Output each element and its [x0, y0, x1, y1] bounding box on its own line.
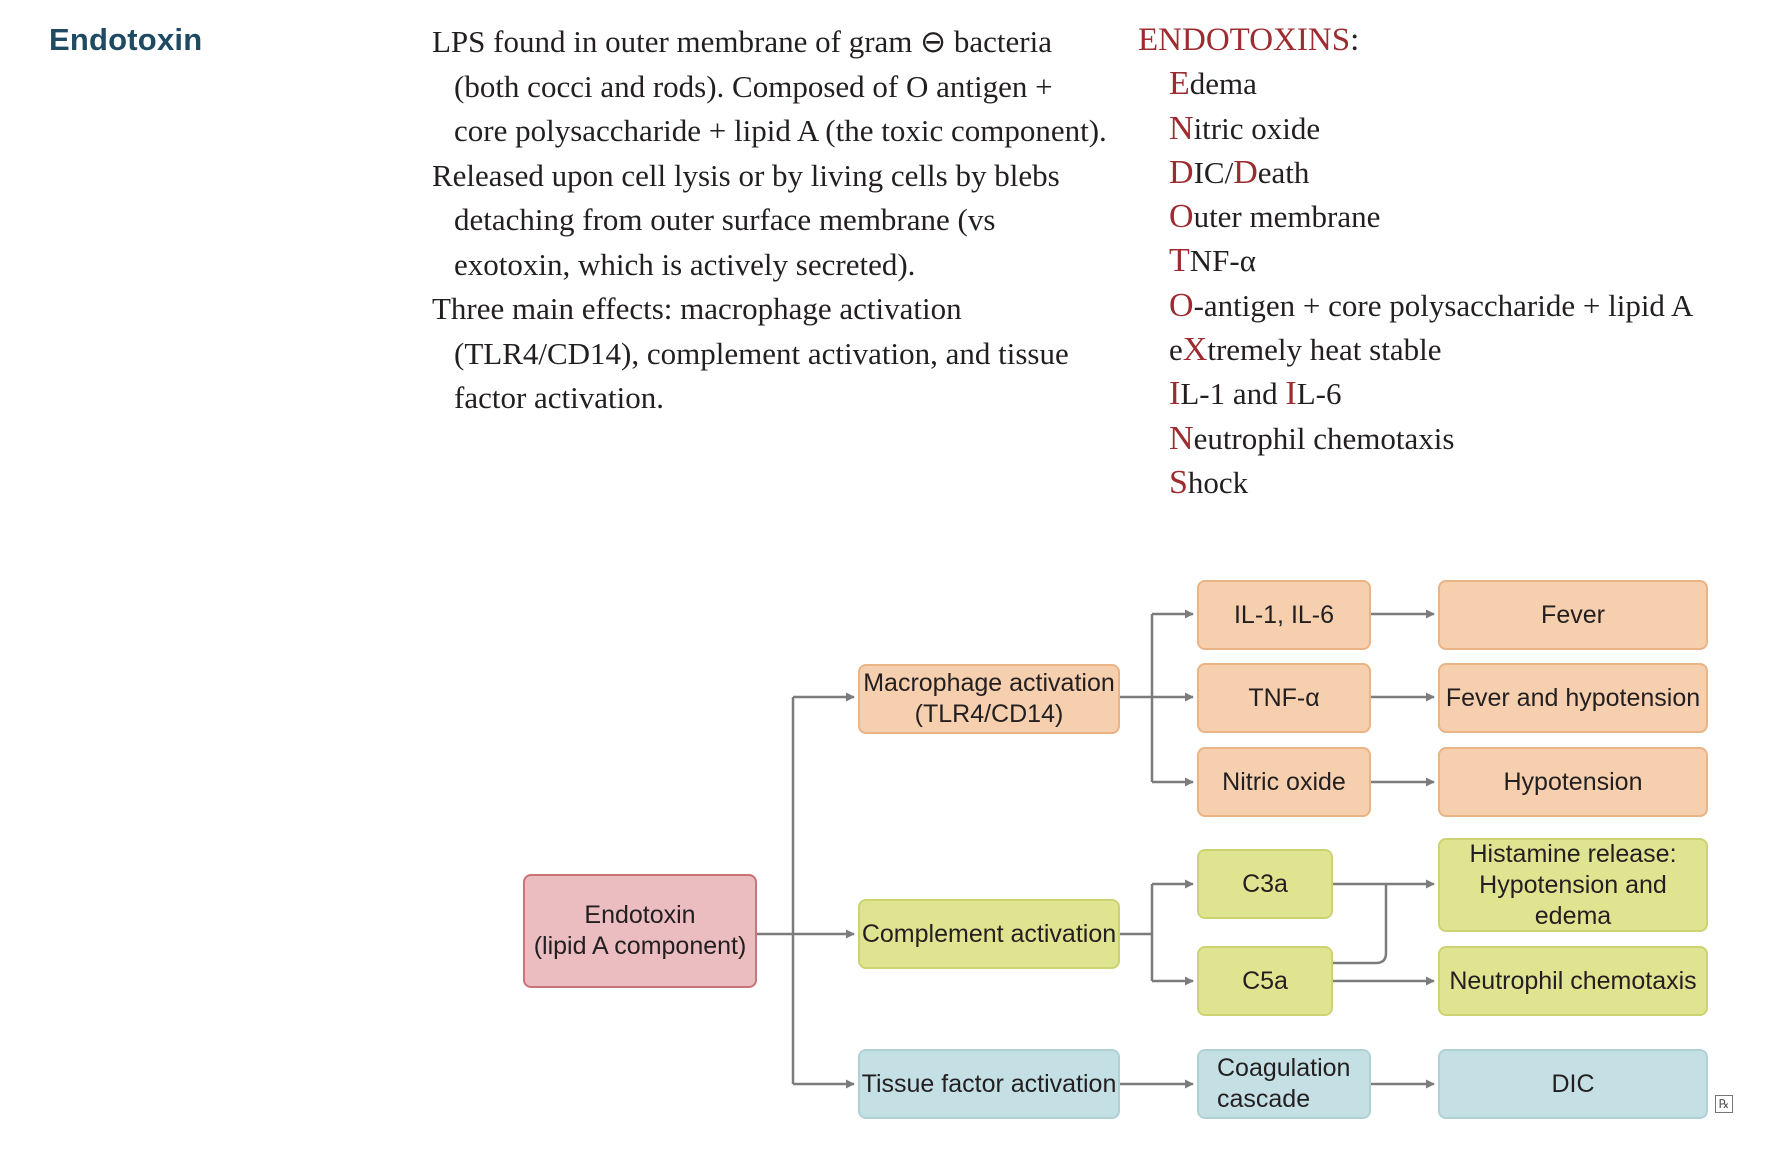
c5a-box: C5a — [1197, 946, 1333, 1016]
mnemonic-item: TNF-α — [1138, 239, 1768, 283]
il-box: IL-1, IL-6 — [1197, 580, 1371, 650]
mnemonic-letter: N — [1169, 419, 1194, 457]
description-paragraph: LPS found in outer membrane of gram ⊖ ba… — [432, 24, 1107, 148]
section-title: Endotoxin — [49, 22, 203, 57]
mnemonic-text: tremely heat stable — [1207, 332, 1442, 368]
rx-icon: ℞ — [1715, 1095, 1733, 1113]
macrophage-activation-box: Macrophage activation (TLR4/CD14) — [858, 664, 1120, 734]
mnemonic-letter: D — [1169, 153, 1194, 191]
tissue-factor-activation-box: Tissue factor activation — [858, 1049, 1120, 1119]
mnemonic-item: Neutrophil chemotaxis — [1138, 417, 1768, 461]
mnemonic-text: e — [1169, 332, 1183, 368]
neutrophil-chemotaxis-box: Neutrophil chemotaxis — [1438, 946, 1708, 1016]
mnemonic-letter: X — [1182, 331, 1208, 369]
mnemonic-item: O-antigen + core polysaccharide + lipid … — [1138, 284, 1768, 328]
endotoxin-box: Endotoxin (lipid A component) — [523, 874, 757, 988]
coagulation-cascade-box: Coagulation cascade — [1197, 1049, 1371, 1119]
mnemonic-text: dema — [1189, 66, 1257, 102]
mnemonic-title: ENDOTOXINS: — [1138, 18, 1768, 62]
hypotension-box: Hypotension — [1438, 747, 1708, 817]
mnemonic-text: itric oxide — [1193, 110, 1321, 146]
mnemonic-item: IL-1 and IL-6 — [1138, 372, 1768, 416]
mnemonic-letter: T — [1169, 242, 1190, 280]
mnemonic-letter: I — [1169, 375, 1181, 413]
mnemonic-text: eath — [1257, 154, 1310, 190]
histamine-release-box: Histamine release: Hypotension and edema — [1438, 838, 1708, 932]
description-paragraph: Three main effects: macrophage activatio… — [432, 291, 1069, 415]
tnf-box: TNF-α — [1197, 663, 1371, 733]
mnemonic-text: hock — [1187, 464, 1249, 500]
fever-hypotension-box: Fever and hypotension — [1438, 663, 1708, 733]
mnemonic-title-colon: : — [1350, 22, 1360, 58]
dic-box: DIC — [1438, 1049, 1708, 1119]
mnemonic-text: uter membrane — [1193, 199, 1381, 235]
nitric-oxide-box: Nitric oxide — [1197, 747, 1371, 817]
connector-c5a-to-histamine — [1333, 884, 1388, 965]
mnemonic-item: Outer membrane — [1138, 195, 1768, 239]
mnemonic-letter: D — [1233, 153, 1258, 191]
mnemonic-text: IC/ — [1193, 154, 1234, 190]
mnemonic-item: Shock — [1138, 461, 1768, 505]
mnemonic-text: L-6 — [1296, 376, 1342, 412]
complement-activation-box: Complement activation — [858, 899, 1120, 969]
mnemonic-item: DIC/Death — [1138, 151, 1768, 195]
description-paragraph: Released upon cell lysis or by living ce… — [432, 157, 1060, 282]
description: LPS found in outer membrane of gram ⊖ ba… — [432, 20, 1112, 421]
mnemonic-text: -antigen + core polysaccharide + lipid A — [1193, 287, 1694, 323]
mnemonic-letter: O — [1169, 286, 1194, 324]
mnemonic-letter: N — [1169, 109, 1194, 147]
mnemonic-letter: S — [1169, 463, 1188, 501]
mnemonic-letter: I — [1285, 375, 1297, 413]
mnemonic-title-word: ENDOTOXINS — [1138, 22, 1351, 58]
fever-box: Fever — [1438, 580, 1708, 650]
c3a-box: C3a — [1197, 849, 1333, 919]
mnemonic-item: Edema — [1138, 62, 1768, 106]
mnemonic-letter: E — [1169, 65, 1190, 103]
mnemonic-text: eutrophil chemotaxis — [1193, 420, 1455, 456]
mnemonic-letter: O — [1169, 198, 1194, 236]
mnemonic-text: NF-α — [1189, 243, 1256, 279]
mnemonic-text: L-1 and — [1180, 376, 1286, 412]
mnemonic-item: Nitric oxide — [1138, 107, 1768, 151]
mnemonic-item: eXtremely heat stable — [1138, 328, 1768, 372]
